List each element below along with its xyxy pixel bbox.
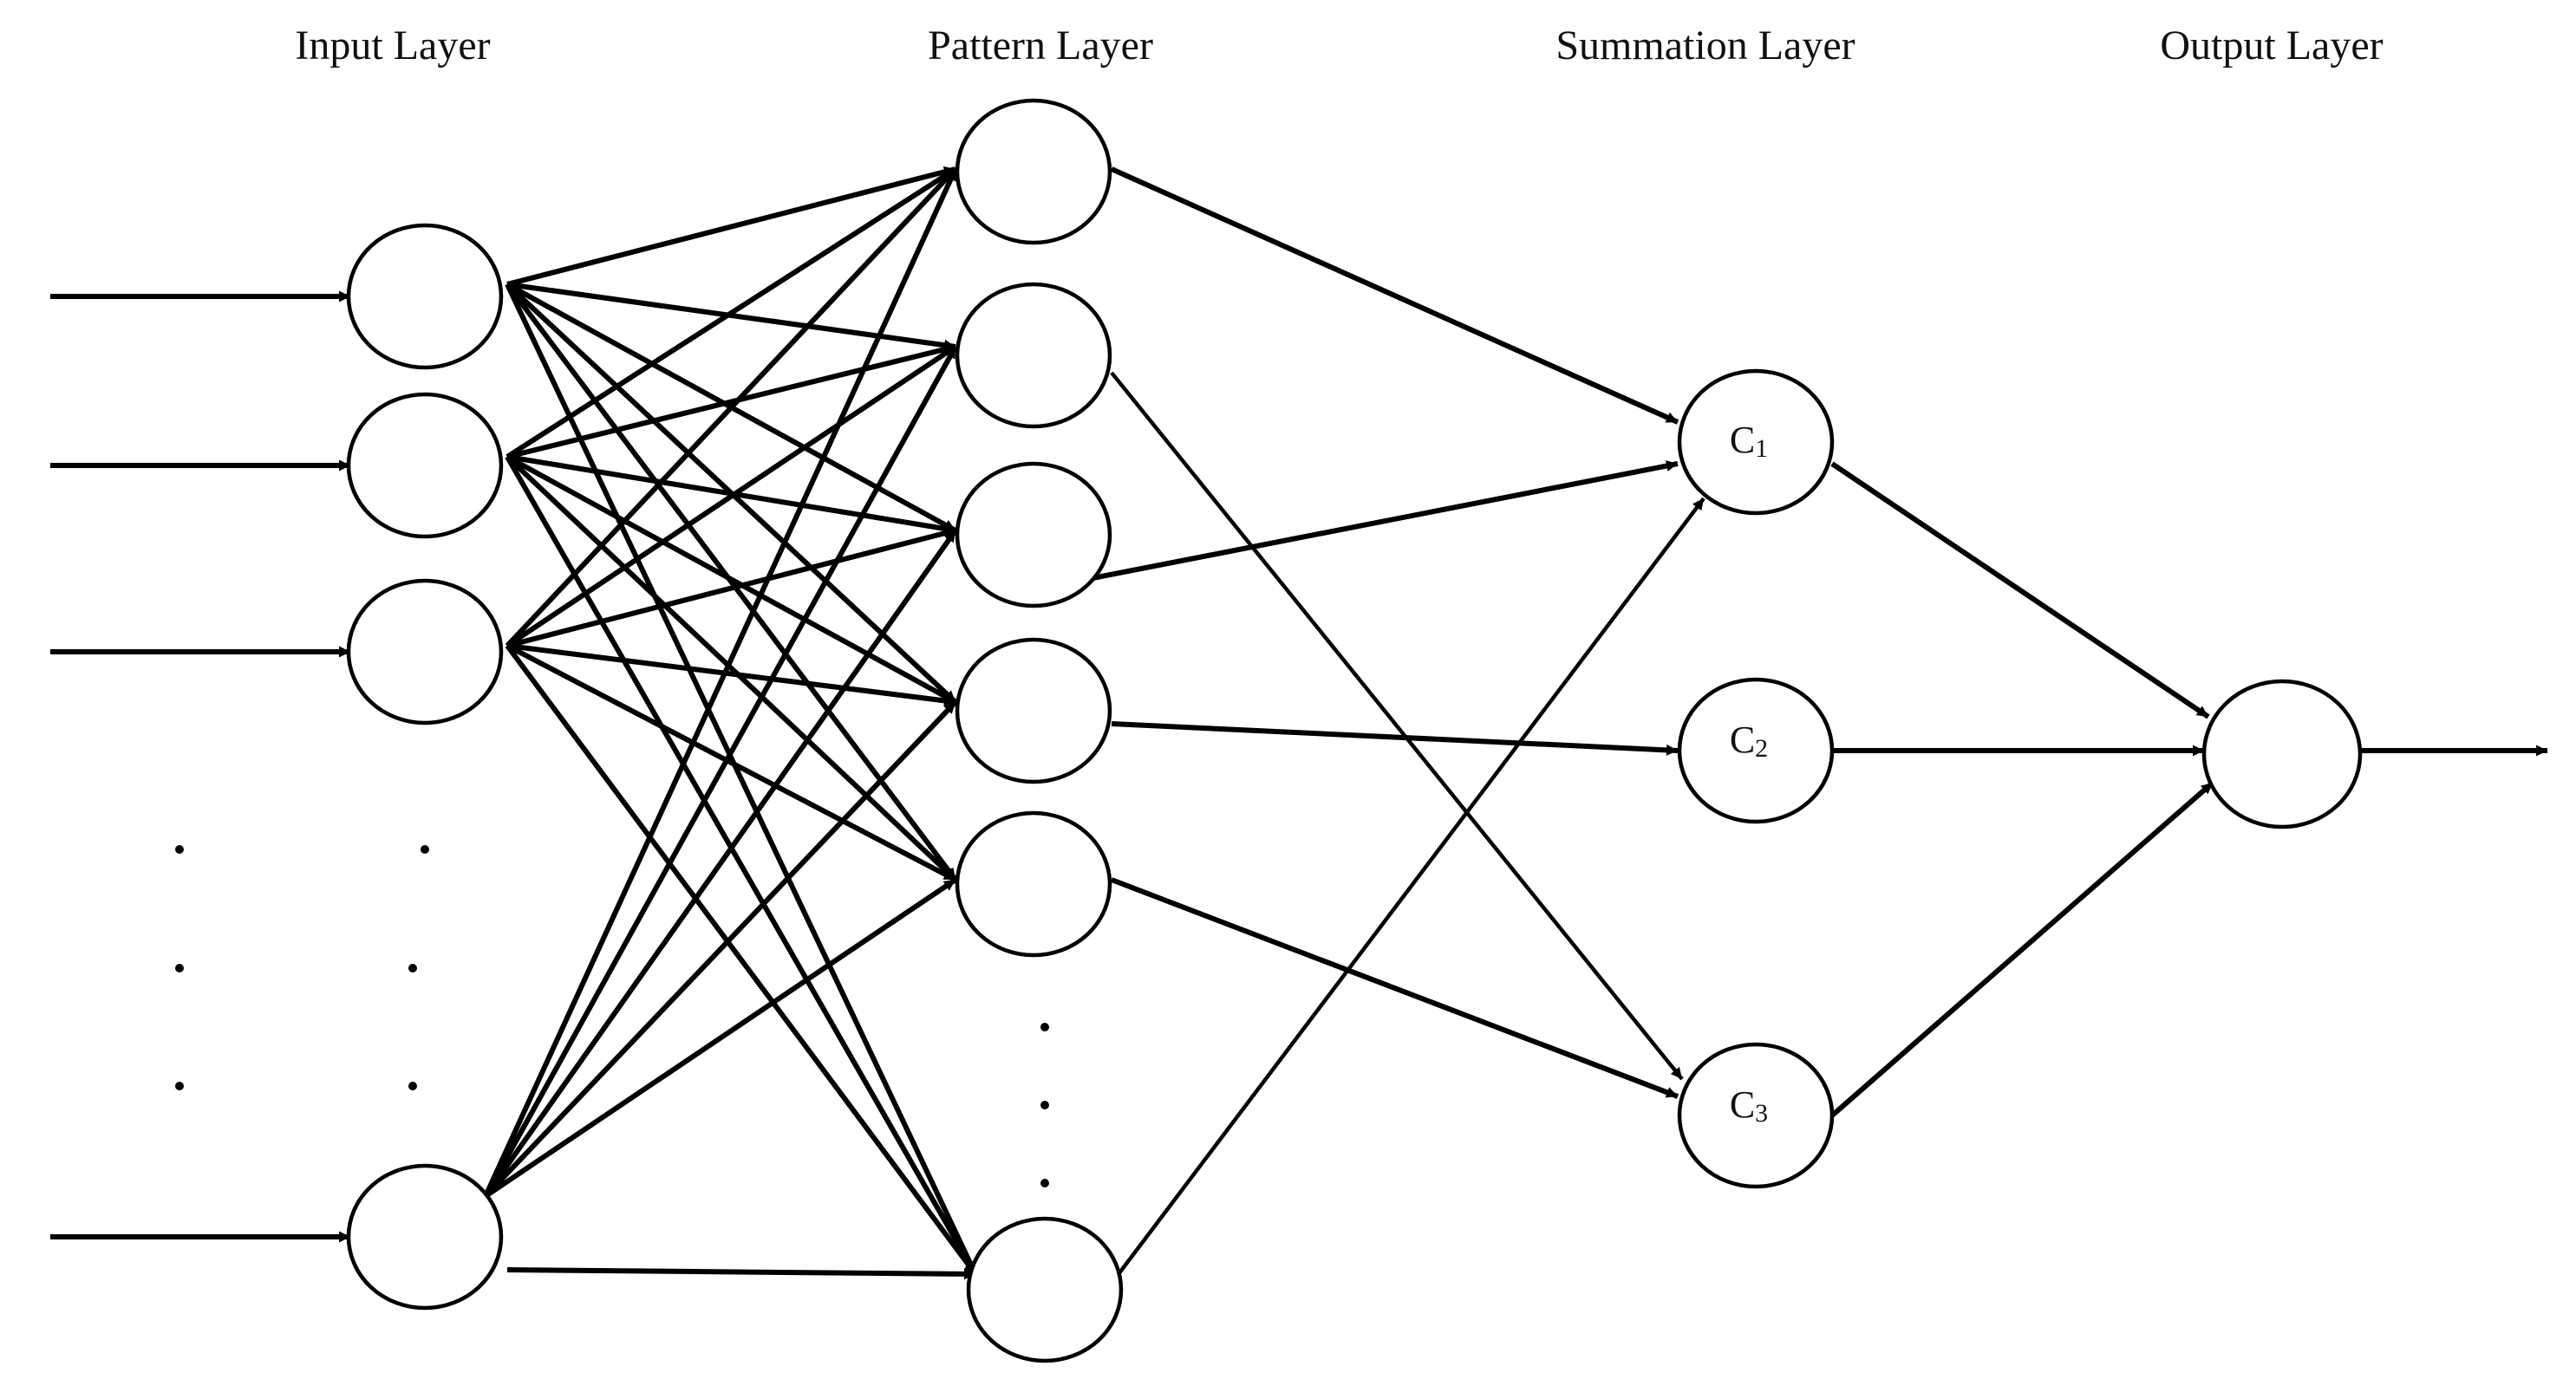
- edge-input-4-pattern-6: [506, 1267, 976, 1280]
- edge-c3-output: [1830, 780, 2214, 1118]
- edge-pattern-1-c1: [1110, 166, 1679, 425]
- input-node-2: [346, 392, 504, 539]
- edge-input-2-pattern-4: [505, 454, 957, 705]
- edge-pattern-5-c3: [1110, 877, 1679, 1099]
- edge-input-3-pattern-5: [505, 643, 957, 882]
- input-node-3: [346, 578, 504, 725]
- output-layer: [2201, 679, 2363, 829]
- edge-input-4-pattern-2: [483, 345, 958, 1198]
- edge-c1-output: [1830, 461, 2210, 719]
- pattern-layer: [955, 98, 1124, 1363]
- pattern-nodes-ellipsis-dot-1: [1040, 1023, 1049, 1031]
- summation-node-c2: [1677, 677, 1835, 824]
- edge-input-2-pattern-1: [505, 166, 957, 459]
- edge-input-2-pattern-2: [506, 343, 956, 459]
- pattern-node-3: [955, 461, 1112, 608]
- input-node-1: [346, 223, 504, 370]
- input-node-n: [346, 1163, 504, 1311]
- input-nodes-ellipsis-dot-1: [421, 845, 429, 854]
- input-layer: [346, 223, 504, 1311]
- connections: [50, 166, 2548, 1280]
- pattern-node-n: [966, 1216, 1124, 1363]
- edge-input-1-pattern-6: [505, 283, 978, 1276]
- pattern-node-2: [955, 282, 1112, 429]
- edge-pattern-3-c1: [1079, 460, 1679, 583]
- input-nodes-ellipsis-dot-3: [408, 1082, 417, 1090]
- edge-pattern-4-c2: [1111, 721, 1679, 756]
- pattern-layer-title: Pattern Layer: [928, 23, 1153, 68]
- edge-input-3-pattern-2: [505, 344, 957, 648]
- input-layer-title: Input Layer: [295, 23, 490, 68]
- input-arrows-ellipsis-dot-2: [175, 964, 184, 972]
- edge-input-3-pattern-6: [505, 644, 978, 1276]
- summation-node-c2-label: C2: [1730, 719, 1768, 763]
- summation-node-c1: [1677, 368, 1835, 516]
- summation-node-c3: [1677, 1042, 1835, 1189]
- edge-pattern-n-c1: [1117, 497, 1705, 1276]
- summation-layer: C1 C2 C3: [1677, 368, 1835, 1189]
- edge-input-3-pattern-4: [506, 643, 956, 706]
- summation-node-c1-label: C1: [1730, 419, 1768, 463]
- edge-input-2-pattern-5: [505, 454, 958, 882]
- edge-input-4-pattern-4: [483, 699, 958, 1199]
- pattern-nodes-ellipsis-dot-3: [1040, 1179, 1049, 1187]
- edge-input-3-pattern-3: [506, 527, 956, 648]
- input-nodes-ellipsis-dot-2: [408, 964, 417, 972]
- edge-input-1-pattern-1: [506, 166, 956, 287]
- summation-node-c3-label: C3: [1730, 1083, 1768, 1128]
- edge-input-3-pattern-1: [505, 166, 958, 648]
- pattern-node-1: [955, 98, 1112, 245]
- pattern-nodes-ellipsis-dot-2: [1040, 1101, 1049, 1109]
- edge-input-4-pattern-5: [484, 877, 957, 1199]
- output-layer-title: Output Layer: [2160, 23, 2383, 68]
- edge-input-4-pattern-1: [483, 167, 958, 1198]
- pattern-node-5: [955, 810, 1112, 958]
- summation-layer-title: Summation Layer: [1555, 23, 1855, 68]
- ellipsis-dots: [175, 845, 1049, 1187]
- input-arrows-ellipsis-dot-1: [175, 845, 184, 854]
- edge-input-2-pattern-6: [505, 455, 978, 1276]
- input-arrows-ellipsis-dot-3: [175, 1082, 184, 1090]
- output-node: [2201, 679, 2363, 829]
- edge-input-4-pattern-3: [483, 529, 958, 1198]
- pattern-node-4: [955, 637, 1112, 784]
- edge-pattern-2-c3: [1110, 371, 1684, 1081]
